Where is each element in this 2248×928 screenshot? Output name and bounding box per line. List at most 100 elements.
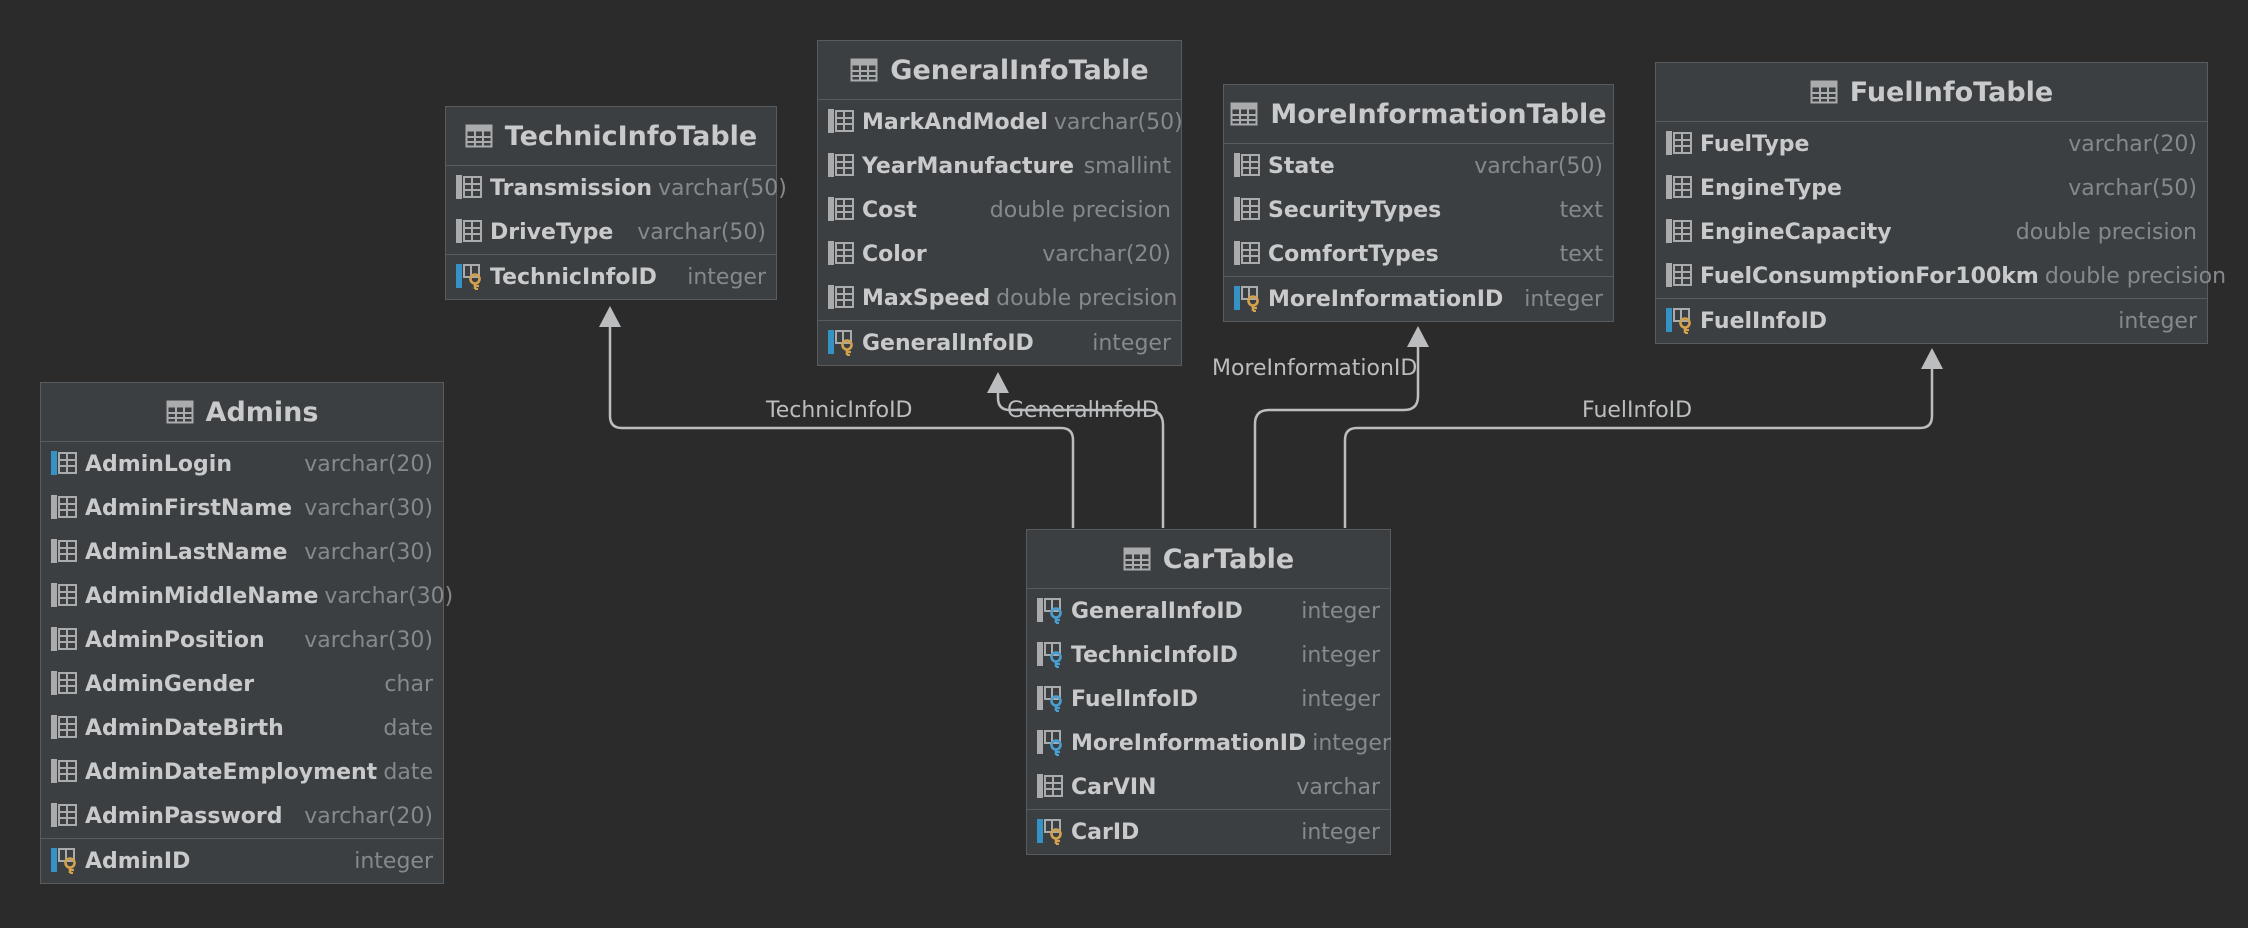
column-type: smallint xyxy=(1083,153,1171,179)
table-header[interactable]: MoreInformationTable xyxy=(1224,85,1613,144)
column-name: FuelType xyxy=(1700,131,1810,157)
column-row[interactable]: GeneralInfoID integer xyxy=(1027,589,1390,633)
column-name: EngineType xyxy=(1700,175,1842,201)
column-row[interactable]: EngineType varchar(50) xyxy=(1656,166,2207,210)
column-name: YearManufacture xyxy=(862,153,1074,179)
column-type: integer xyxy=(2118,308,2197,334)
primary-key-icon xyxy=(826,328,858,358)
primary-key-row[interactable]: TechnicInfoID integer xyxy=(446,255,776,299)
column-name: TechnicInfoID xyxy=(490,264,657,290)
column-type: varchar(20) xyxy=(2068,131,2197,157)
column-name: AdminDateEmployment xyxy=(85,759,378,785)
column-name: CarID xyxy=(1071,819,1140,845)
primary-key-section: TechnicInfoID integer xyxy=(446,254,776,299)
primary-key-icon xyxy=(49,846,81,876)
column-type: varchar(30) xyxy=(304,539,433,565)
column-type: date xyxy=(383,759,433,785)
table-header[interactable]: TechnicInfoTable xyxy=(446,107,776,166)
primary-key-row[interactable]: GeneralInfoID integer xyxy=(818,321,1181,365)
column-type: double precision xyxy=(996,285,1178,311)
column-name: AdminGender xyxy=(85,671,255,697)
column-icon xyxy=(49,581,81,611)
column-icon xyxy=(1664,173,1696,203)
column-name: GeneralInfoID xyxy=(1071,598,1243,624)
column-type: integer xyxy=(1092,330,1171,356)
table-icon xyxy=(850,58,878,82)
column-icon xyxy=(1664,129,1696,159)
table-header[interactable]: Admins xyxy=(41,383,443,442)
column-icon xyxy=(1664,261,1696,291)
column-type: integer xyxy=(687,264,766,290)
primary-key-row[interactable]: FuelInfoID integer xyxy=(1656,299,2207,343)
column-list: FuelType varchar(20) EngineType varchar(50)… xyxy=(1656,122,2226,298)
column-type: date xyxy=(383,715,433,741)
foreign-key-icon xyxy=(1035,640,1067,670)
column-type: varchar(30) xyxy=(304,495,433,521)
column-icon xyxy=(49,669,81,699)
arrowhead-fuelinfo xyxy=(1921,348,1943,369)
column-type: varchar(50) xyxy=(637,219,766,245)
primary-key-icon xyxy=(1664,306,1696,336)
column-type: double precision xyxy=(2015,219,2197,245)
column-row[interactable]: FuelType varchar(20) xyxy=(1656,122,2207,166)
connector-fuelinfoid xyxy=(1343,364,1934,528)
column-name: ComfortTypes xyxy=(1268,241,1439,267)
table-header[interactable]: FuelInfoTable xyxy=(1656,63,2207,122)
column-row[interactable]: YearManufacture smallint xyxy=(818,144,1181,188)
table-title: FuelInfoTable xyxy=(1849,76,2054,108)
column-row[interactable]: AdminGender char xyxy=(41,662,443,706)
column-name: GeneralInfoID xyxy=(862,330,1034,356)
column-name: FuelInfoID xyxy=(1700,308,1828,334)
table-header[interactable]: GeneralInfoTable xyxy=(818,41,1181,100)
column-type: varchar(30) xyxy=(304,627,433,653)
column-type: char xyxy=(384,671,433,697)
column-name: AdminLogin xyxy=(85,451,232,477)
primary-key-icon xyxy=(1232,284,1264,314)
column-name: State xyxy=(1268,153,1335,179)
column-type: varchar(30) xyxy=(324,583,454,609)
table-title: Admins xyxy=(205,396,319,428)
unique-column-icon xyxy=(49,449,81,479)
column-type: varchar(50) xyxy=(2068,175,2197,201)
primary-key-icon xyxy=(454,262,486,292)
table-header[interactable]: CarTable xyxy=(1027,530,1390,589)
column-type: integer xyxy=(1301,598,1380,624)
